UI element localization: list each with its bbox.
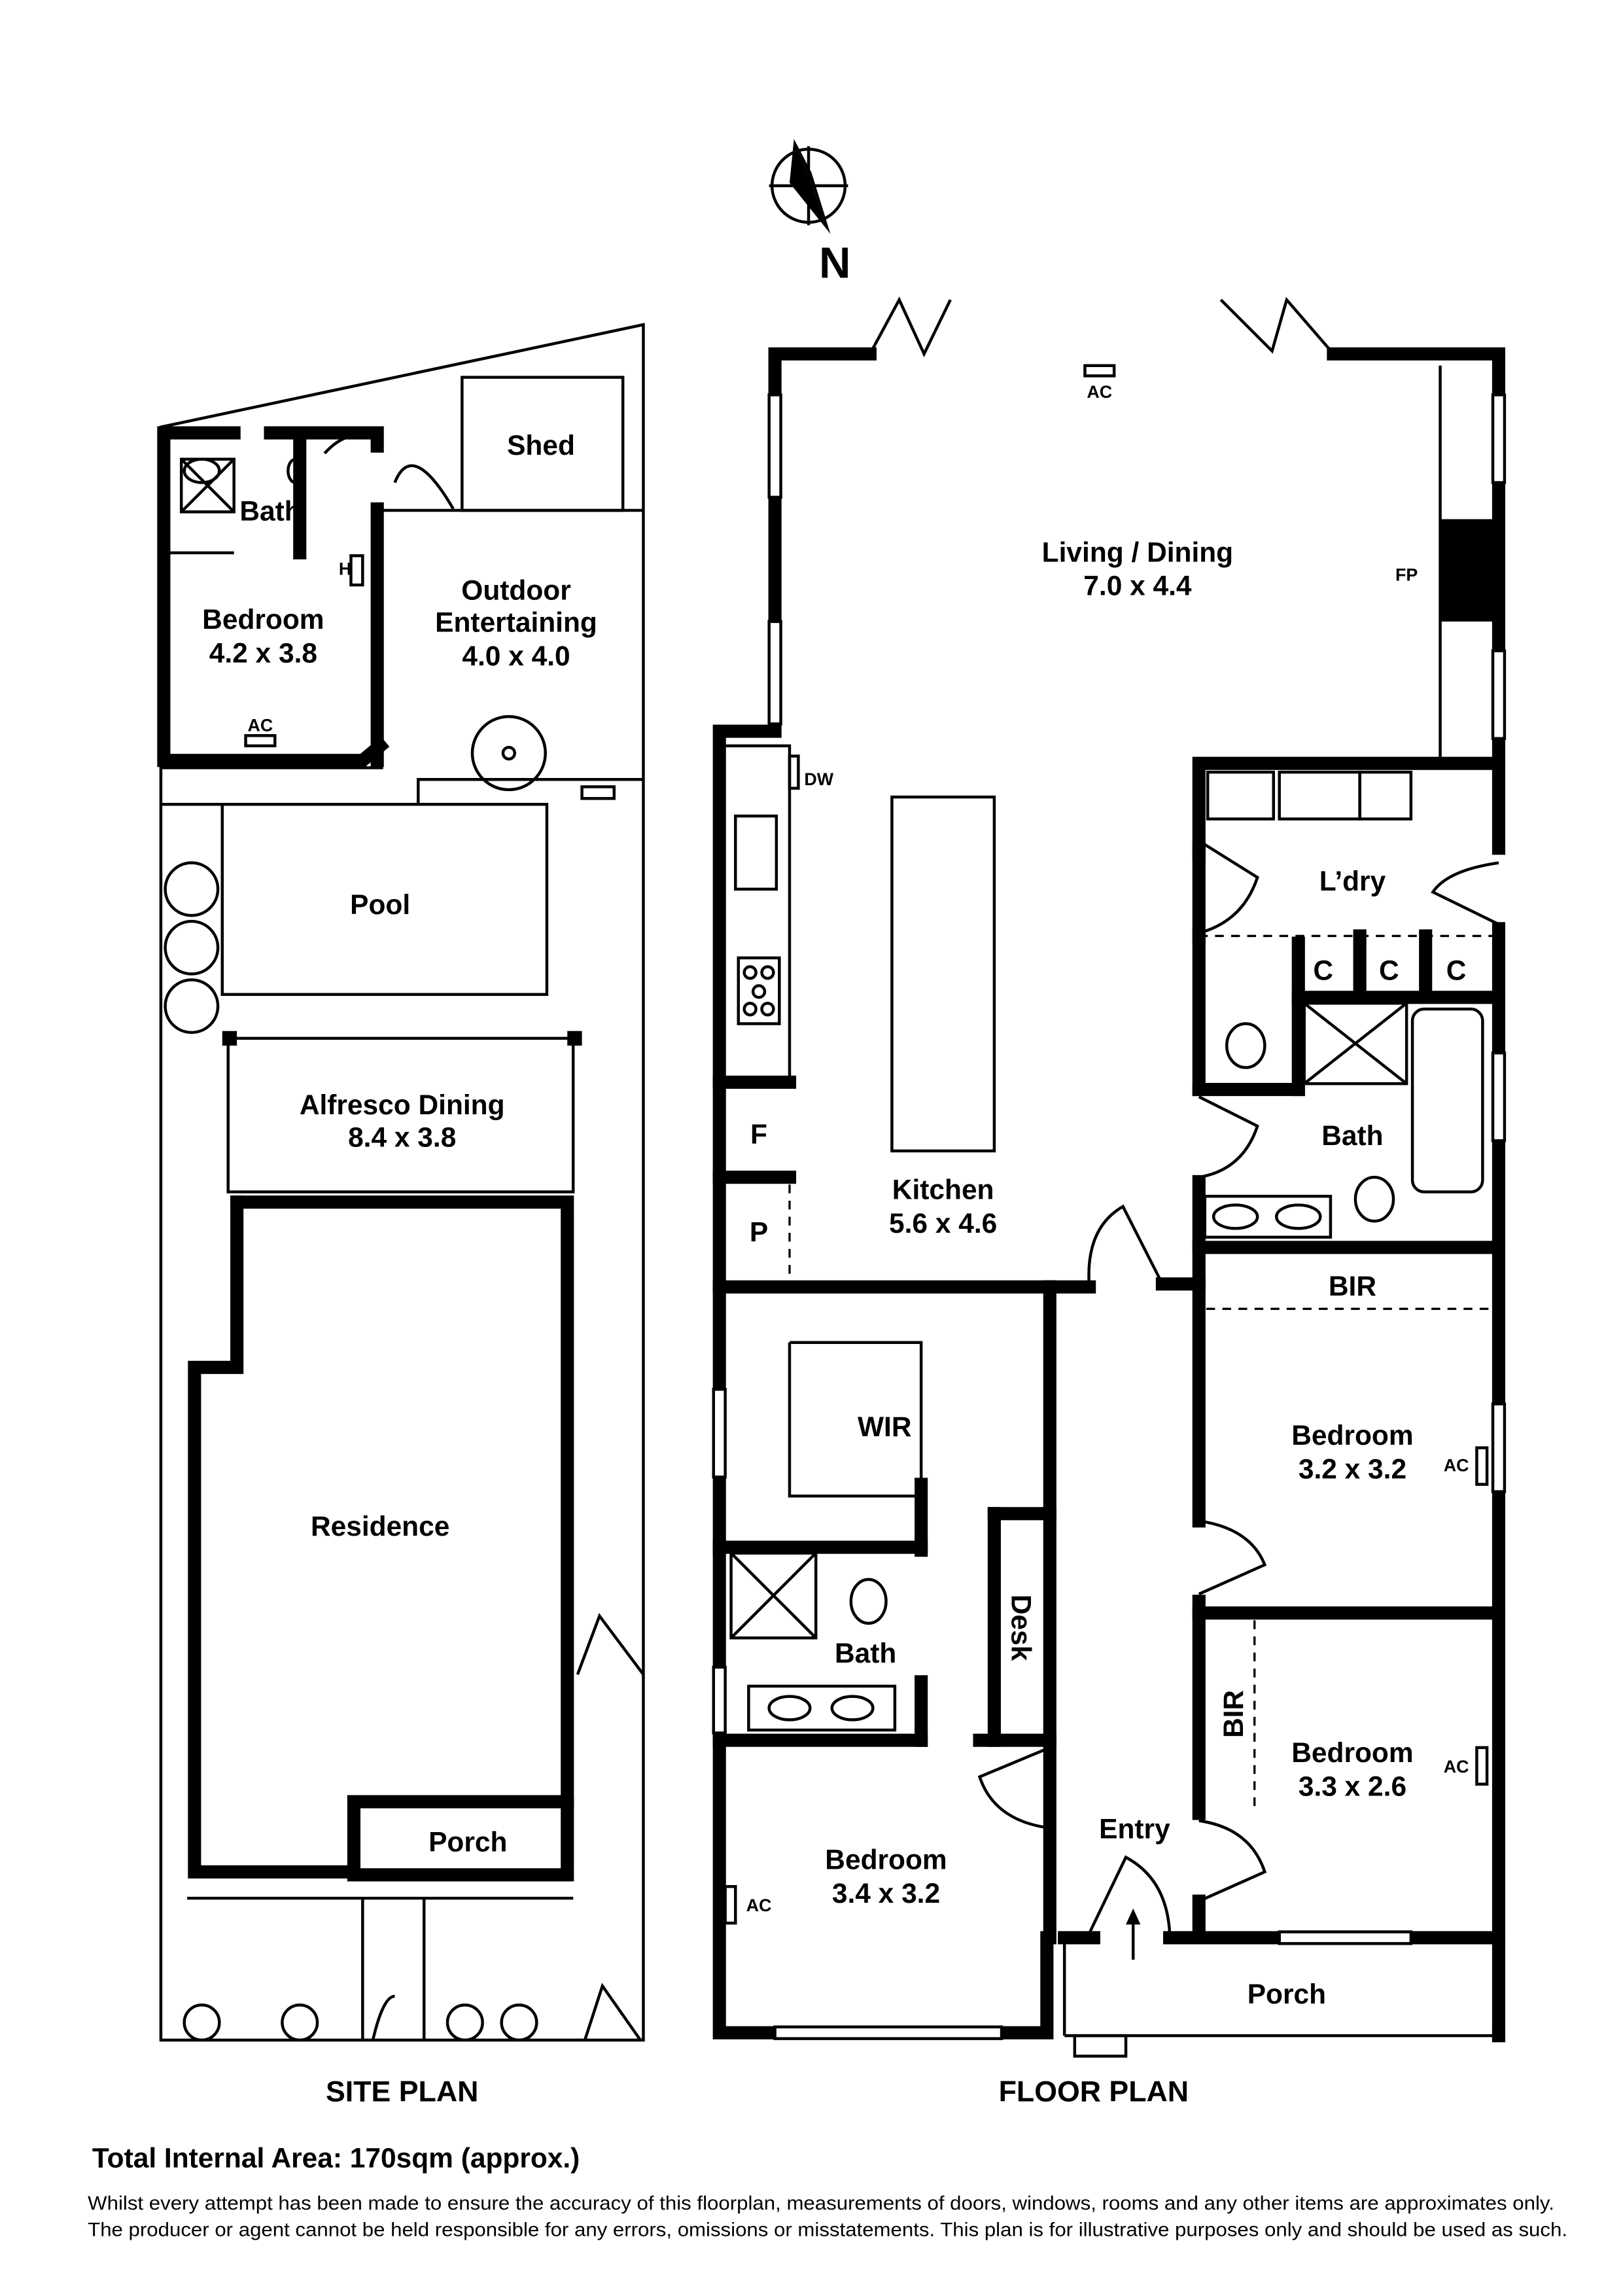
bir-label: BIR <box>1329 1271 1376 1301</box>
site-plan-caption: SITE PLAN <box>326 2076 478 2108</box>
shed-label: Shed <box>507 430 575 461</box>
kitchen-bench <box>719 744 792 1082</box>
cooktop-icon <box>737 956 781 1025</box>
living-size: 7.0 x 4.4 <box>1083 571 1192 601</box>
main-bath-label: Bath <box>1321 1120 1383 1151</box>
laundry-sink-icon <box>1206 770 1276 821</box>
porch-label: Porch <box>1248 1979 1326 2009</box>
fireplace <box>1440 519 1499 622</box>
fp-marker: FP <box>1395 565 1418 584</box>
pool-label: Pool <box>350 889 410 920</box>
bifold-door-left <box>868 296 952 358</box>
site-porch-label: Porch <box>428 1827 507 1858</box>
residence-label: Residence <box>311 1511 449 1542</box>
tree-icon <box>164 861 220 917</box>
kitchen-sink-icon <box>734 814 778 891</box>
cupboard-label: C <box>1446 955 1467 985</box>
entry-label: Entry <box>1099 1813 1170 1844</box>
entry-arrow-icon <box>1126 1908 1141 1925</box>
laundry-tub-icon <box>1358 770 1413 821</box>
tree-icon <box>470 715 547 792</box>
north-compass-icon: N <box>769 139 850 288</box>
toilet-icon <box>849 1578 888 1625</box>
vanity-icon <box>747 1684 897 1732</box>
floor-plan: FP AC DW F P C C C <box>712 296 1507 2108</box>
ensuite-label: Bath <box>835 1638 896 1669</box>
pool <box>220 803 549 997</box>
bifold-door-right <box>1219 296 1335 355</box>
outdoor-size: 4.0 x 4.0 <box>462 641 570 671</box>
site-plan: H AC Porch Shed Bath Bedroom 4.2 x 3.8 O… <box>157 323 645 2108</box>
kitchen-size: 5.6 x 4.6 <box>889 1208 997 1239</box>
bedroom-3-label: Bedroom <box>1291 1737 1413 1768</box>
heater-marker: H <box>339 559 351 578</box>
disclaimer-line-2: The producer or agent cannot be held res… <box>88 2219 1567 2240</box>
site-bath-label: Bath <box>239 496 301 527</box>
north-label: N <box>819 239 850 288</box>
tree-icon <box>164 978 220 1034</box>
alfresco-size: 8.4 x 3.8 <box>348 1122 456 1152</box>
outdoor-label-2: Entertaining <box>435 607 597 638</box>
laundry-label: L’dry <box>1319 866 1386 896</box>
shower-icon <box>1302 1001 1408 1086</box>
site-boundary <box>159 323 645 2042</box>
cupboard-label: C <box>1379 955 1399 985</box>
exterior-walls <box>712 347 1054 2040</box>
fridge-label: F <box>750 1119 767 1150</box>
sink-icon <box>287 457 304 484</box>
pantry-label: P <box>750 1217 768 1248</box>
bir-side-label: BIR <box>1218 1690 1249 1738</box>
wir-label: WIR <box>858 1411 912 1442</box>
ac-marker-bed2: AC <box>1444 1455 1469 1475</box>
ac-marker-living: AC <box>1087 382 1112 402</box>
floor-plan-caption: FLOOR PLAN <box>999 2076 1189 2108</box>
tree-icon <box>164 919 220 976</box>
entry-door <box>1088 1855 1172 1934</box>
bedroom-2-label: Bedroom <box>1291 1420 1413 1451</box>
disclaimer-line-1: Whilst every attempt has been made to en… <box>88 2193 1554 2214</box>
site-bedroom-label: Bedroom <box>202 604 324 635</box>
alfresco-area <box>226 1036 575 1193</box>
dw-marker: DW <box>804 769 833 789</box>
alfresco-label: Alfresco Dining <box>300 1089 505 1120</box>
desk-label: Desk <box>1006 1595 1037 1661</box>
ac-marker: AC <box>248 716 273 735</box>
outdoor-label: Outdoor <box>461 574 570 605</box>
bathtub-icon <box>1410 1007 1484 1193</box>
residence-walls <box>230 1195 574 1882</box>
bedroom-1-size: 3.4 x 3.2 <box>832 1878 940 1909</box>
tree-icon <box>183 2003 538 2042</box>
ac-marker-bed3: AC <box>1444 1757 1469 1776</box>
site-bedroom-size: 4.2 x 3.8 <box>209 637 317 668</box>
ac-marker-bed1: AC <box>746 1896 772 1915</box>
bedroom-3-size: 3.3 x 2.6 <box>1299 1771 1406 1802</box>
kitchen-island <box>890 795 996 1153</box>
toilet-icon <box>183 457 221 484</box>
shower-icon <box>729 1551 818 1640</box>
toilet-icon <box>1353 1175 1395 1223</box>
bedroom-1-label: Bedroom <box>825 1844 947 1875</box>
kitchen-label: Kitchen <box>892 1174 994 1205</box>
bedroom-2-size: 3.2 x 3.2 <box>1299 1454 1406 1485</box>
vanity-icon <box>1203 1195 1333 1239</box>
toilet-icon <box>1225 1022 1266 1069</box>
living-label: Living / Dining <box>1042 537 1233 567</box>
guest-bedroom-walls <box>157 426 390 768</box>
total-area: Total Internal Area: 170sqm (approx.) <box>92 2142 580 2173</box>
cupboard-label: C <box>1313 955 1333 985</box>
